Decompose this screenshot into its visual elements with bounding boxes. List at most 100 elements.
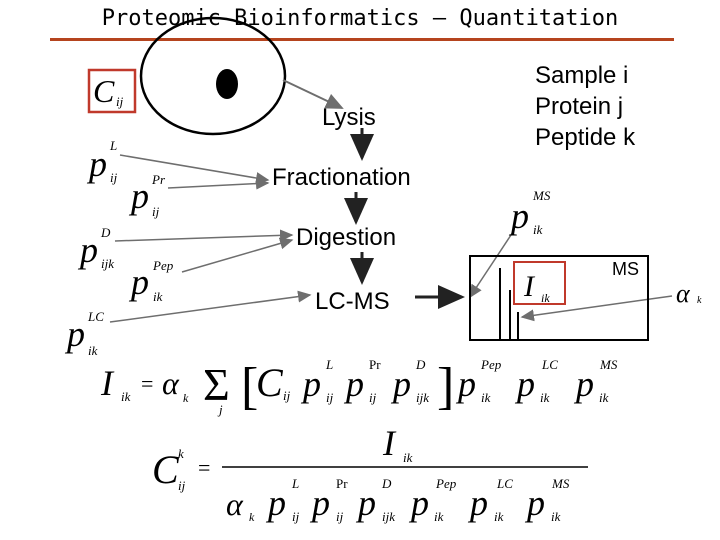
sym-pPr-sub: ij	[152, 204, 160, 219]
sym-pL-sub: ij	[110, 170, 118, 185]
sym-pD: p	[77, 230, 98, 270]
svg-text:I: I	[100, 363, 115, 403]
svg-text:p: p	[514, 364, 535, 404]
arrow-cell-to-lysis	[282, 79, 344, 109]
svg-text:Pep: Pep	[480, 357, 502, 372]
svg-text:ik: ik	[494, 509, 504, 524]
sym-C-sub: ij	[116, 94, 124, 109]
svg-text:p: p	[408, 483, 429, 523]
sym-pD-sub: ijk	[101, 256, 114, 271]
svg-text:Pr: Pr	[369, 357, 381, 372]
arrow-pPr	[167, 177, 270, 190]
cell-outline	[139, 16, 287, 136]
equation-concentration: C k ij = I ik α k p L ij p Pr ij p D ijk…	[152, 423, 588, 524]
svg-text:p: p	[573, 364, 594, 404]
step-lcms: LC-MS	[315, 288, 390, 315]
svg-text:ik: ik	[551, 509, 561, 524]
spectrum-frame	[469, 255, 649, 341]
svg-text:=: =	[198, 455, 210, 480]
svg-text:ij: ij	[369, 390, 377, 405]
svg-text:ij: ij	[178, 478, 186, 493]
svg-text:ij: ij	[292, 509, 300, 524]
svg-text:p: p	[265, 483, 286, 523]
sym-alpha-sub: k	[697, 295, 702, 306]
slide-title: Proteomic Bioinformatics – Quantitation	[101, 6, 619, 31]
sym-pL: p	[86, 144, 107, 184]
sym-pPep-sup: Pep	[152, 258, 174, 273]
svg-text:[: [	[241, 358, 258, 415]
svg-text:p: p	[455, 364, 476, 404]
svg-text:p: p	[309, 483, 330, 523]
arrow-pLC	[109, 290, 312, 323]
sym-C: C	[93, 73, 115, 109]
svg-text:Pep: Pep	[435, 476, 457, 491]
index-legend: Sample i Protein j Peptide k	[535, 60, 635, 153]
sym-pMS: p	[508, 196, 529, 236]
sym-alpha: α	[676, 279, 691, 308]
svg-text:k: k	[183, 391, 189, 405]
svg-text:LC: LC	[496, 476, 513, 491]
svg-text:ik: ik	[481, 390, 491, 405]
step-fractionation: Fractionation	[272, 164, 411, 191]
svg-text:ijk: ijk	[416, 390, 429, 405]
sym-pLC-sub: ik	[88, 343, 98, 358]
sym-pL-sup: L	[109, 138, 117, 153]
arrow-pPep	[181, 237, 294, 273]
intensity-highlight-box	[513, 261, 566, 305]
spectrum-label: MS	[612, 259, 639, 279]
svg-text:p: p	[355, 483, 376, 523]
svg-text:MS: MS	[551, 476, 570, 491]
svg-text:ij: ij	[336, 509, 344, 524]
svg-text:ij: ij	[326, 390, 334, 405]
svg-text:C: C	[256, 360, 284, 405]
arrow-pMS	[469, 231, 514, 299]
svg-text:k: k	[178, 446, 184, 461]
svg-text:I: I	[382, 423, 397, 463]
svg-text:ijk: ijk	[382, 509, 395, 524]
svg-text:ik: ik	[599, 390, 609, 405]
svg-text:p: p	[390, 364, 411, 404]
cell-nucleus	[216, 69, 238, 99]
svg-text:ik: ik	[121, 389, 131, 404]
svg-text:D: D	[415, 357, 426, 372]
svg-text:Σ: Σ	[203, 359, 230, 410]
svg-text:ik: ik	[540, 390, 550, 405]
sym-pMS-sub: ik	[533, 222, 543, 237]
sym-pMS-sup: MS	[532, 188, 551, 203]
svg-text:C: C	[152, 447, 180, 492]
svg-text:L: L	[325, 357, 333, 372]
spectrum-I-sub: ik	[541, 291, 550, 305]
svg-text:=: =	[141, 371, 153, 396]
svg-text:j: j	[217, 402, 223, 417]
svg-text:α: α	[162, 365, 180, 401]
sym-pLC-sup: LC	[87, 309, 104, 324]
legend-sample: Sample i	[535, 62, 629, 89]
svg-text:ik: ik	[403, 450, 413, 465]
step-digestion: Digestion	[296, 224, 397, 251]
sym-pPep-sub: ik	[153, 289, 163, 304]
svg-text:p: p	[343, 364, 364, 404]
sym-pLC: p	[64, 314, 85, 354]
cij-highlight-box	[87, 68, 137, 114]
sym-pPr-sup: Pr	[151, 172, 166, 187]
svg-text:LC: LC	[541, 357, 558, 372]
svg-text:]: ]	[437, 358, 454, 415]
svg-text:p: p	[524, 483, 545, 523]
equation-intensity: I ik = α k Σ j [ C ij p L ij p Pr ij p D…	[100, 357, 618, 417]
svg-text:D: D	[381, 476, 392, 491]
svg-text:k: k	[249, 510, 255, 524]
title-underline	[50, 38, 674, 41]
svg-text:Pr: Pr	[336, 476, 348, 491]
sym-pPr: p	[128, 176, 149, 216]
sym-pPep: p	[128, 262, 149, 302]
svg-text:L: L	[291, 476, 299, 491]
svg-text:ik: ik	[434, 509, 444, 524]
svg-text:MS: MS	[599, 357, 618, 372]
sym-pD-sup: D	[100, 225, 111, 240]
svg-text:p: p	[300, 364, 321, 404]
arrow-pD	[114, 229, 294, 242]
arrow-pL	[119, 154, 270, 184]
spectrum-I: I	[523, 270, 536, 303]
svg-text:ij: ij	[283, 388, 291, 403]
